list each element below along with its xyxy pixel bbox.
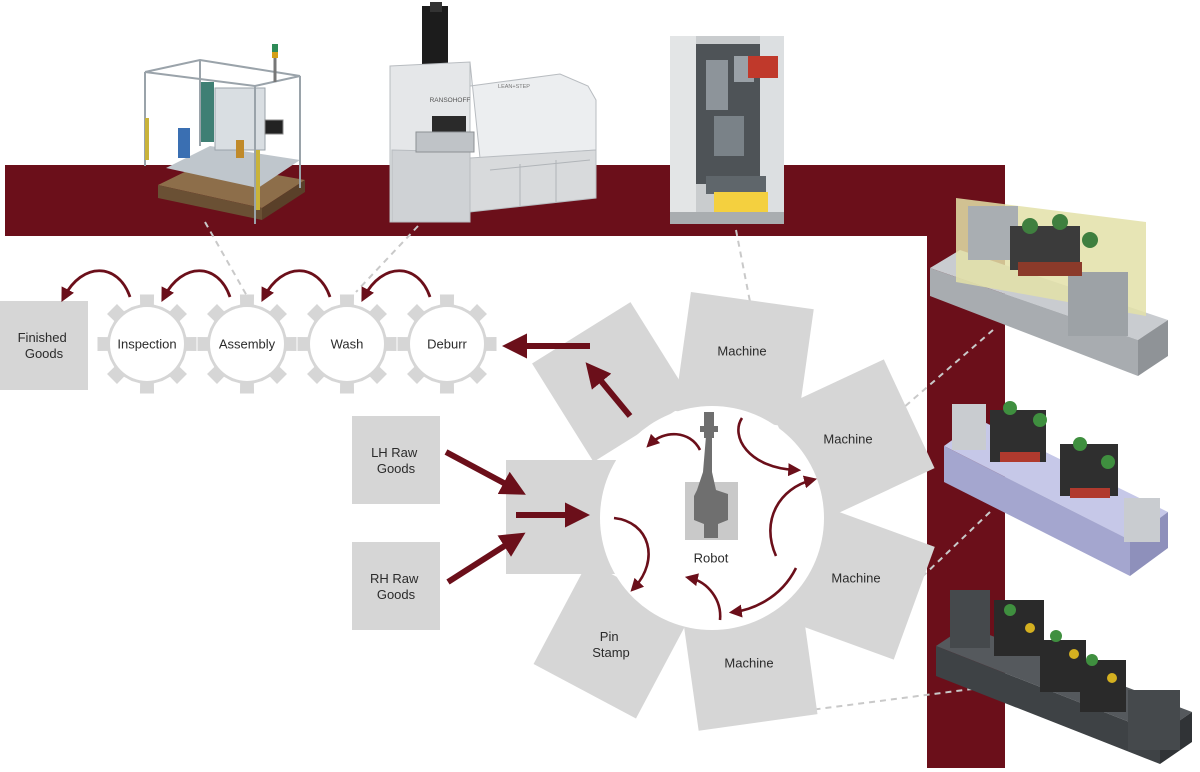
machining-fixture-icon bbox=[944, 401, 1168, 576]
machine-top-block bbox=[674, 291, 814, 429]
frame-band bbox=[5, 165, 1005, 768]
inspection-gear: Inspection bbox=[97, 294, 197, 394]
assembly-gear: Assembly bbox=[197, 294, 297, 394]
ransohoff-wash-machine-icon: RANSOHOFF LEAN+STEP bbox=[389, 2, 597, 223]
svg-text:RANSOHOFF: RANSOHOFF bbox=[430, 97, 471, 104]
assembly-gear-center bbox=[210, 307, 284, 381]
inspection-label: Inspection bbox=[117, 337, 176, 352]
deburr-gear: Deburr bbox=[397, 294, 497, 394]
rh-raw-goods-label: RH Raw Goods bbox=[370, 571, 422, 602]
robot-icon bbox=[685, 412, 738, 540]
rh-raw-goods-block bbox=[352, 542, 440, 630]
line-flow-arrows bbox=[61, 269, 432, 302]
wash-label: Wash bbox=[331, 337, 364, 352]
feed-arrows bbox=[444, 333, 633, 585]
cell-output-station bbox=[532, 302, 692, 462]
wash-gear: Wash bbox=[297, 294, 397, 394]
machine-bottom-block bbox=[682, 599, 818, 731]
machining-fixture-icon bbox=[930, 198, 1168, 376]
machine-bottom-label: Machine bbox=[724, 656, 773, 671]
deburr-gear-center bbox=[410, 307, 484, 381]
lh-raw-goods-label: LH Raw Goods bbox=[371, 445, 421, 476]
robot-label: Robot bbox=[694, 551, 729, 566]
robot-transfer-arrows bbox=[613, 417, 818, 621]
assembly-station-icon bbox=[144, 44, 305, 224]
machine-top-label: Machine bbox=[717, 344, 766, 359]
machine-lower-right-label: Machine bbox=[831, 571, 880, 586]
inspection-gear-center bbox=[110, 307, 184, 381]
deburr-label: Deburr bbox=[427, 337, 467, 352]
svg-text:LEAN+STEP: LEAN+STEP bbox=[498, 84, 530, 90]
finished-goods-block bbox=[0, 301, 88, 390]
pin-stamp-label: Pin Stamp bbox=[592, 629, 630, 660]
machine-upper-right-label: Machine bbox=[823, 432, 872, 447]
lh-raw-goods-block bbox=[352, 416, 440, 504]
finished-goods-label: Finished Goods bbox=[18, 330, 71, 361]
wash-gear-center bbox=[310, 307, 384, 381]
machining-fixture-icon bbox=[936, 590, 1192, 764]
assembly-label: Assembly bbox=[219, 337, 276, 352]
deburr-machine-icon bbox=[670, 36, 784, 224]
